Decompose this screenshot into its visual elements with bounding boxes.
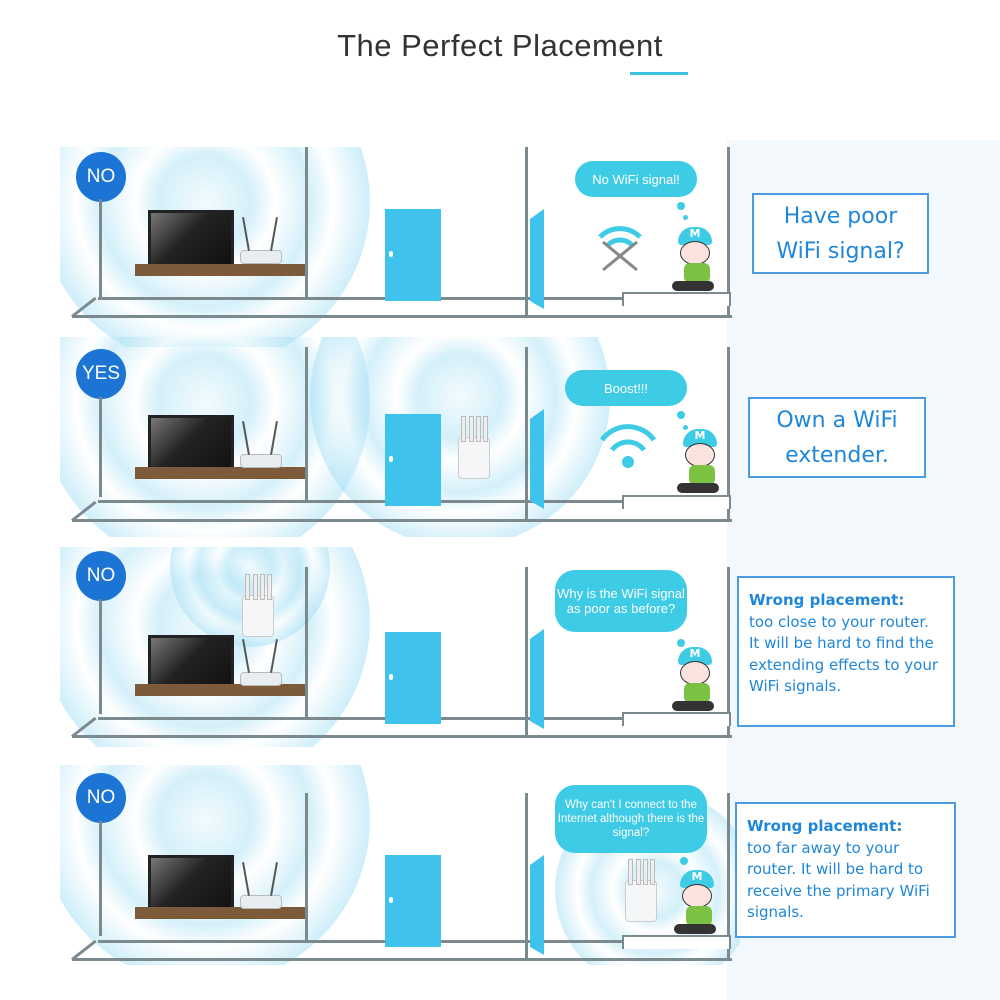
child-icon: M bbox=[672, 870, 722, 940]
status-badge: NO bbox=[76, 152, 126, 202]
scene-too-far: NO Why can't I connect to the Internet a… bbox=[60, 765, 740, 965]
speech-bubble: Why is the WiFi signal as poor as before… bbox=[555, 570, 687, 632]
shelf bbox=[135, 907, 305, 919]
child-icon: M bbox=[670, 647, 720, 717]
floor-line bbox=[72, 315, 732, 318]
tv-icon bbox=[148, 635, 234, 693]
shelf bbox=[135, 264, 305, 276]
floor-line bbox=[72, 958, 732, 961]
floor-line bbox=[72, 735, 732, 738]
wifi-crossed-icon bbox=[598, 226, 642, 272]
badge-pole bbox=[99, 397, 102, 497]
wall bbox=[727, 147, 730, 317]
door bbox=[385, 414, 441, 506]
speech-bubble: Boost!!! bbox=[565, 370, 687, 406]
side-door bbox=[530, 855, 544, 955]
caption-line: Have poor bbox=[783, 203, 898, 229]
scene-correct-placement: YES Boost!!! M bbox=[60, 337, 740, 537]
wall bbox=[305, 567, 308, 719]
caption-box: Wrong placement: too close to your route… bbox=[737, 576, 955, 727]
tv-icon bbox=[148, 855, 234, 913]
step bbox=[622, 712, 731, 726]
status-badge: YES bbox=[76, 349, 126, 399]
title-underline bbox=[630, 72, 688, 75]
wall bbox=[525, 347, 528, 519]
wall bbox=[305, 347, 308, 502]
caption-line: extender. bbox=[785, 442, 889, 468]
wall bbox=[727, 347, 730, 519]
caption-line: WiFi signal? bbox=[776, 238, 905, 264]
status-badge: NO bbox=[76, 773, 126, 823]
caption-heading: Wrong placement: bbox=[747, 817, 903, 835]
wall bbox=[525, 147, 528, 317]
caption-box: Wrong placement: too far away to your ro… bbox=[735, 802, 956, 938]
speech-bubble: No WiFi signal! bbox=[575, 161, 697, 197]
thought-dot bbox=[683, 425, 688, 430]
child-icon: M bbox=[675, 429, 725, 499]
floor-line bbox=[72, 519, 732, 522]
step bbox=[622, 292, 731, 306]
scene-no-signal: NO No WiFi signal! M bbox=[60, 147, 740, 347]
caption-line: Own a WiFi bbox=[776, 407, 898, 433]
door bbox=[385, 209, 441, 301]
door bbox=[385, 632, 441, 724]
wall bbox=[525, 793, 528, 960]
thought-dot bbox=[683, 215, 688, 220]
shelf bbox=[135, 684, 305, 696]
router-icon bbox=[240, 217, 282, 264]
thought-dot bbox=[677, 639, 685, 647]
caption-heading: Wrong placement: bbox=[749, 591, 905, 609]
wifi-extender-icon bbox=[625, 859, 657, 922]
wifi-icon bbox=[599, 424, 657, 468]
badge-pole bbox=[99, 199, 102, 299]
scene-too-close: NO Why is the WiFi signal as poor as bef… bbox=[60, 547, 740, 747]
shelf bbox=[135, 467, 305, 479]
router-icon bbox=[240, 639, 282, 686]
side-door bbox=[530, 209, 544, 309]
wifi-extender-icon bbox=[458, 416, 490, 479]
tv-icon bbox=[148, 210, 234, 268]
thought-dot bbox=[677, 411, 685, 419]
wall bbox=[727, 567, 730, 737]
wall bbox=[305, 793, 308, 943]
wall bbox=[525, 567, 528, 737]
thought-dot bbox=[677, 202, 685, 210]
page-title: The Perfect Placement bbox=[337, 28, 663, 63]
caption-box: Own a WiFi extender. bbox=[748, 397, 926, 478]
router-icon bbox=[240, 421, 282, 468]
router-icon bbox=[240, 862, 282, 909]
speech-bubble: Why can't I connect to the Internet alth… bbox=[555, 785, 707, 853]
caption-body: too far away to your router. It will be … bbox=[747, 838, 930, 922]
caption-body: too close to your router. It will be har… bbox=[749, 612, 939, 696]
status-badge: NO bbox=[76, 551, 126, 601]
thought-dot bbox=[680, 857, 688, 865]
wall bbox=[727, 793, 730, 960]
step bbox=[622, 935, 731, 949]
wall bbox=[305, 147, 308, 299]
wifi-extender-icon bbox=[242, 574, 274, 637]
caption-box: Have poor WiFi signal? bbox=[752, 193, 929, 274]
child-icon: M bbox=[670, 227, 720, 297]
side-door bbox=[530, 629, 544, 729]
tv-icon bbox=[148, 415, 234, 473]
badge-pole bbox=[99, 821, 102, 936]
door bbox=[385, 855, 441, 947]
side-door bbox=[530, 409, 544, 509]
step bbox=[622, 495, 731, 509]
badge-pole bbox=[99, 599, 102, 714]
